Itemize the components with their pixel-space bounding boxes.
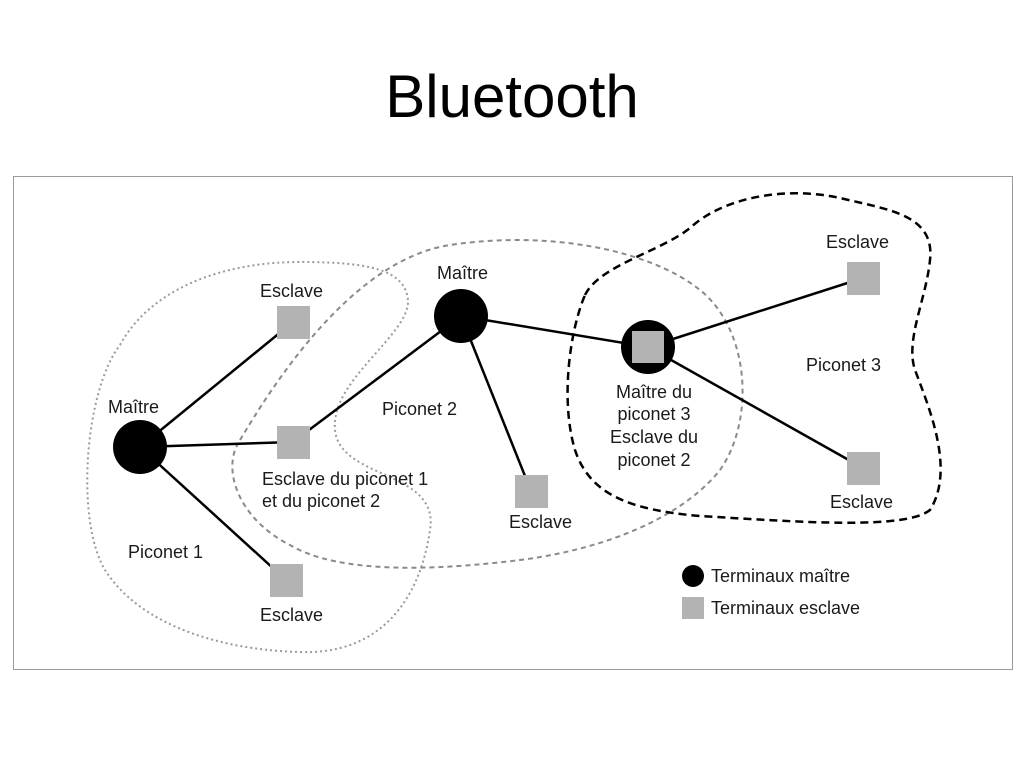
slave-node-p1-top (277, 306, 310, 339)
label-shared-slave-line1: Esclave du piconet 1 (262, 469, 428, 489)
legend-master-swatch (682, 565, 704, 587)
label-slave-p1-bottom: Esclave (260, 605, 323, 625)
legend-master-label: Terminaux maître (711, 566, 850, 586)
label-bridge-line1: Maître du (616, 382, 692, 402)
legend-slave-swatch (682, 597, 704, 619)
link-m2-bridge (460, 314, 649, 349)
link-m2-slave-bottom (459, 315, 533, 492)
link-bridge-slave-bottom (647, 345, 864, 470)
piconet3-boundary (566, 192, 942, 524)
label-piconet1: Piconet 1 (128, 542, 203, 562)
legend-slave-label: Terminaux esclave (711, 598, 860, 618)
label-slave-p3-top: Esclave (826, 232, 889, 252)
piconet1-boundary (86, 260, 432, 654)
diagram-frame (13, 176, 1013, 670)
master-node-piconet1 (113, 420, 167, 474)
label-master-piconet2: Maître (437, 263, 488, 283)
slave-node-p2-bottom (515, 475, 548, 508)
slave-node-p3-top (847, 262, 880, 295)
label-slave-p3-bottom: Esclave (830, 492, 893, 512)
slide-title: Bluetooth (385, 63, 639, 130)
link-bridge-slave-top (647, 276, 864, 349)
label-bridge-line4: piconet 2 (617, 450, 690, 470)
slave-node-p1-bottom (270, 564, 303, 597)
label-slave-p2-bottom: Esclave (509, 512, 572, 532)
link-m1-slave-top (139, 321, 294, 448)
link-m1-slave-bottom (139, 446, 287, 581)
link-m2-shared-slave (292, 315, 462, 443)
bridge-node-inner (632, 331, 664, 363)
label-piconet2: Piconet 2 (382, 399, 457, 419)
label-piconet3: Piconet 3 (806, 355, 881, 375)
label-bridge-line3: Esclave du (610, 427, 698, 447)
slave-node-shared (277, 426, 310, 459)
label-shared-slave-line2: et du piconet 2 (262, 491, 380, 511)
label-bridge-line2: piconet 3 (617, 404, 690, 424)
master-node-piconet2 (434, 289, 488, 343)
slave-node-p3-bottom (847, 452, 880, 485)
label-slave-p1-top: Esclave (260, 281, 323, 301)
label-master-piconet1: Maître (108, 397, 159, 417)
piconet2-boundary (231, 239, 744, 569)
